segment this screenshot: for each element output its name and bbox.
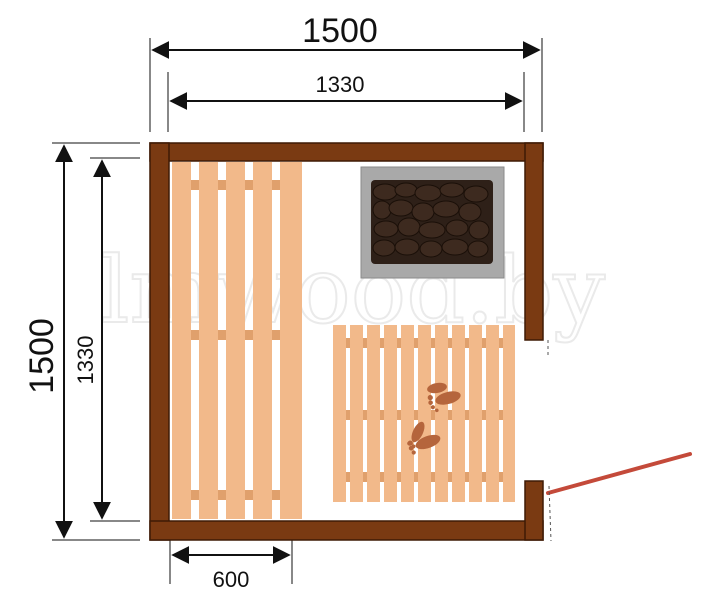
dimension-outer-width: 1500 [149, 12, 543, 132]
outer-height-label: 1500 [23, 318, 61, 394]
grate-slat [350, 325, 363, 502]
footprints-icon [407, 382, 461, 455]
dimension-outer-height: 1500 [23, 142, 140, 541]
dimension-inner-height: 1330 [73, 157, 140, 522]
bench [172, 162, 302, 519]
right-wall-upper [524, 142, 544, 341]
top-wall [149, 142, 544, 162]
grate-slat [469, 325, 482, 502]
grate-slat [367, 325, 380, 502]
bench-width-label: 600 [213, 567, 250, 592]
stove-stones-icon [360, 166, 505, 279]
bench-slat [226, 162, 245, 519]
bench-slat [253, 162, 272, 519]
dimension-inner-width: 1330 [167, 72, 525, 132]
bench-slat [280, 162, 302, 519]
grate-slat [401, 325, 414, 502]
inner-height-label: 1330 [73, 336, 98, 385]
outer-width-label: 1500 [302, 12, 378, 50]
grate-slat [384, 325, 397, 502]
grate-slat [418, 325, 431, 502]
grate-slat [435, 325, 448, 502]
floor-grate [333, 325, 515, 502]
bench-slat [199, 162, 218, 519]
right-wall-lower [524, 480, 544, 541]
bottom-wall [149, 520, 544, 541]
door-icon [546, 340, 692, 542]
bench-slat [172, 162, 191, 519]
grate-slat [333, 325, 346, 502]
grate-slat [503, 325, 515, 502]
grate-slat [486, 325, 499, 502]
grate-slat [452, 325, 465, 502]
dimension-bench-width: 600 [169, 540, 293, 592]
left-wall [149, 142, 170, 541]
walls [149, 142, 544, 541]
inner-width-label: 1330 [316, 72, 365, 97]
